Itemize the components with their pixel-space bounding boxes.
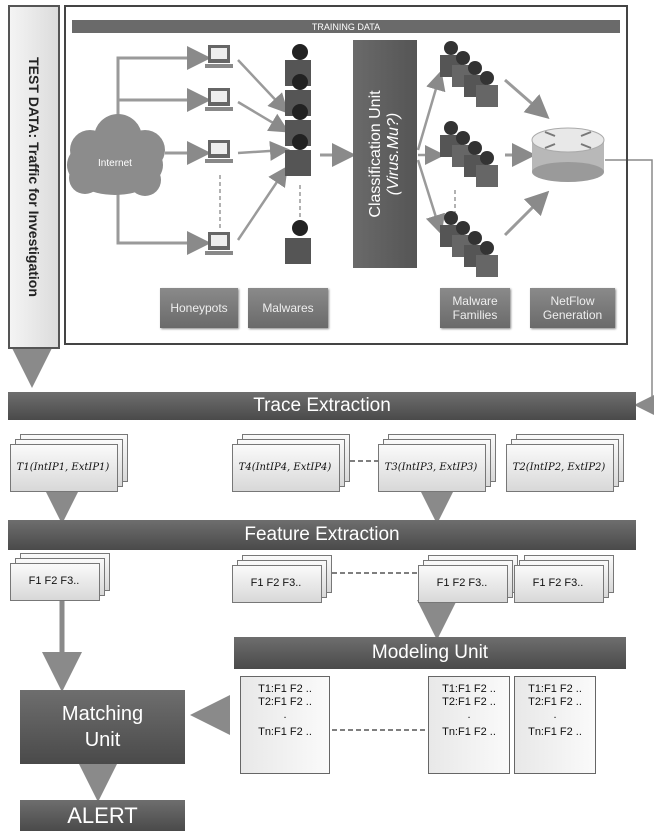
hp-to-malware-1	[237, 59, 289, 114]
test-data-label: TEST DATA: Traffic for Investigation	[26, 57, 42, 297]
feature-doc-3: F1 F2 F3..	[418, 555, 518, 603]
feature-extraction-bar: Feature Extraction	[8, 520, 636, 550]
trace-doc-t1: T1(IntIP1, ExtIP1)	[10, 434, 128, 492]
hp-to-malware-4	[236, 165, 288, 241]
hp-to-malware-3	[237, 140, 290, 161]
internet-cloud-icon	[67, 114, 165, 196]
malware-family-icon-2	[440, 121, 498, 187]
training-header: TRAINING DATA	[72, 20, 620, 33]
test-data-bar: TEST DATA: Traffic for Investigation	[8, 5, 60, 349]
trace-doc-t2: T2(IntIP2, ExtIP2)	[506, 434, 624, 492]
feature-doc-1: F1 F2 F3..	[10, 553, 110, 601]
honeypots-label: Honeypots	[160, 288, 238, 328]
model-scroll-3: T1:F1 F2 ..T2:F1 F2 ...Tn:F1 F2 ..	[514, 676, 596, 774]
trace-doc-t3: T3(IntIP3, ExtIP3)	[378, 434, 496, 492]
malware-family-icon-3	[440, 211, 498, 277]
feature-doc-4: F1 F2 F3..	[514, 555, 614, 603]
feature-doc-2: F1 F2 F3..	[232, 555, 332, 603]
honeypot-computer-icon-1	[205, 45, 233, 68]
honeypot-computer-icon-2	[205, 88, 233, 111]
trace-doc-t4: T4(IntIP4, ExtIP4)	[232, 434, 350, 492]
honeypot-computer-icon-4	[205, 232, 233, 255]
classification-unit: Classification Unit (Virus.Mu?)	[353, 40, 417, 268]
hp-to-malware-2	[237, 100, 290, 133]
internet-link-4	[116, 180, 211, 255]
malwares-label: Malwares	[248, 288, 328, 328]
alert-box: ALERT	[20, 800, 185, 831]
modeling-unit-bar: Modeling Unit	[234, 637, 626, 669]
malware-family-icon-1	[440, 41, 498, 107]
model-scroll-1: T1:F1 F2 ..T2:F1 F2 ...Tn:F1 F2 ..	[240, 676, 330, 774]
internet-label: Internet	[98, 158, 132, 169]
honeypot-computer-icon-3	[205, 140, 233, 163]
training-frame	[64, 5, 628, 345]
trace-extraction-bar: Trace Extraction	[8, 392, 636, 420]
classification-label: Classification Unit	[367, 90, 384, 218]
model-scroll-2: T1:F1 F2 ..T2:F1 F2 ...Tn:F1 F2 ..	[428, 676, 510, 774]
malware-stack-icon	[285, 44, 311, 264]
classification-sublabel: (Virus.Mu?)	[385, 112, 402, 196]
router-icon	[531, 127, 605, 182]
